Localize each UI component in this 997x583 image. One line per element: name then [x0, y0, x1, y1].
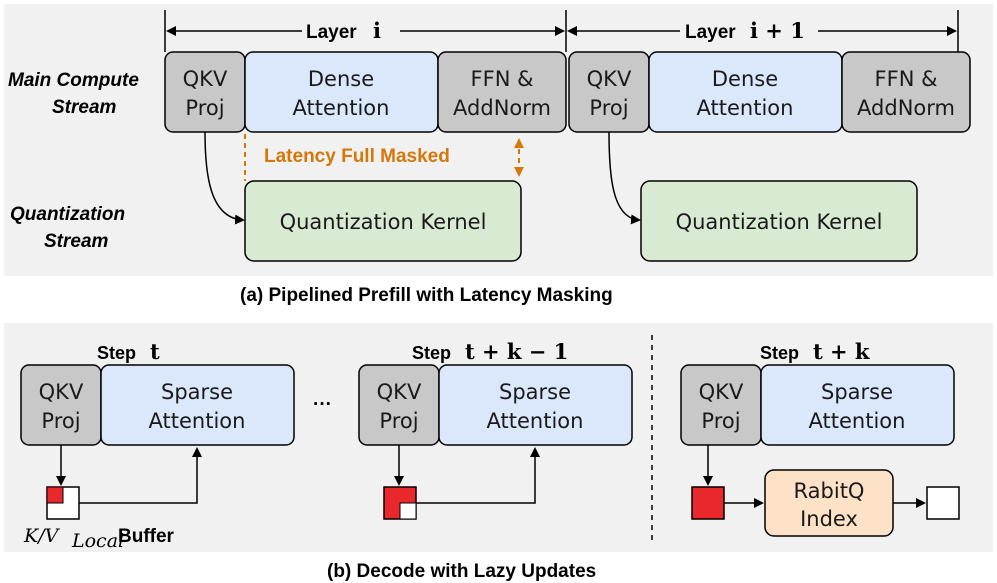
kv-buffer-2-empty [399, 502, 417, 520]
layer-i-var: i [373, 18, 381, 43]
qkv-step-t-text2: Proj [41, 409, 80, 433]
layer-i1-var: i + 1 [750, 18, 805, 43]
sparse-step-tk1-text2: Attention [487, 409, 584, 433]
sparse-step-tk-text2: Attention [809, 409, 906, 433]
quant-stream-label-line1: Quantization [10, 204, 125, 225]
ellipsis: ··· [313, 394, 332, 415]
quant-stream-label-line2: Stream [44, 231, 109, 252]
qkv-proj-box-layer-i1 [568, 51, 650, 133]
ffn-addnorm-box-layer-i [437, 51, 567, 133]
qkv-step-tk-text2: Proj [701, 409, 740, 433]
qkv-proj-box-layer-i [164, 51, 246, 133]
qkv-step-tk1-text1: QKV [377, 380, 422, 404]
sparse-attention-box-step-tk [760, 364, 955, 446]
qkv-step-tk-text1: QKV [699, 380, 744, 404]
ffn-text1: FFN & [471, 67, 534, 91]
quantization-kernel-box-2 [640, 180, 918, 262]
main-stream-label-line2: Stream [52, 97, 117, 118]
dense-attention-text1-i1: Dense [712, 67, 778, 91]
layer-i-label: Layer [306, 22, 357, 43]
ffn-addnorm-box-layer-i1 [841, 51, 971, 133]
dense-attention-text1: Dense [308, 67, 374, 91]
step-tk1-label: Step [412, 343, 451, 363]
qkv-proj-box-step-tk1 [358, 364, 440, 446]
quantization-kernel-text-1: Quantization Kernel [280, 210, 487, 234]
sparse-step-tk1-text1: Sparse [499, 380, 571, 404]
main-stream-label-line1: Main Compute [8, 70, 139, 91]
dense-attention-box-layer-i [244, 51, 439, 133]
caption-b: (b) Decode with Lazy Updates [327, 561, 596, 582]
latency-full-masked-label: Latency Full Masked [264, 146, 450, 167]
buffer-label: Buffer [118, 526, 175, 547]
dense-attention-text2: Attention [293, 96, 390, 120]
dense-attention-box-layer-i1 [648, 51, 843, 133]
step-tk1-var: t + k − 1 [465, 339, 568, 364]
qkv-step-t-text1: QKV [39, 380, 84, 404]
dense-attention-text2-i1: Attention [697, 96, 794, 120]
step-tk-var: t + k [813, 339, 870, 364]
ffn-text2: AddNorm [453, 96, 551, 120]
qkv-proj-text2: Proj [185, 96, 224, 120]
qkv-proj-text1: QKV [183, 67, 228, 91]
sparse-step-tk-text1: Sparse [821, 380, 893, 404]
ffn-text1-i1: FFN & [875, 67, 938, 91]
buffer-to-sparse-arrow-2 [416, 447, 540, 504]
qkv-proj-box-step-t [20, 364, 102, 446]
qkv-step-tk1-text2: Proj [379, 409, 418, 433]
step-t-label: Step [97, 343, 136, 363]
qkv-proj-text1-i1: QKV [587, 67, 632, 91]
qkv-to-quant-arrow-1 [204, 131, 245, 225]
quantization-kernel-text-2: Quantization Kernel [676, 210, 883, 234]
step-t-var: t [150, 339, 160, 364]
buffer-math-sub: Local [71, 530, 124, 552]
rabitq-text1: RabitQ [794, 479, 865, 503]
caption-a: (a) Pipelined Prefill with Latency Maski… [240, 285, 613, 306]
rabitq-text2: Index [800, 507, 858, 531]
ffn-text2-i1: AddNorm [857, 96, 955, 120]
qkv-proj-text2-i1: Proj [589, 96, 628, 120]
quantization-kernel-box-1 [244, 180, 522, 262]
qkv-to-quant-arrow-2 [608, 131, 641, 225]
step-tk-label: Step [760, 343, 799, 363]
sparse-attention-box-step-t [100, 364, 295, 446]
kv-buffer-1-fill [46, 486, 64, 504]
qkv-proj-box-step-tk [680, 364, 762, 446]
buffer-math-label: K/V [23, 525, 61, 547]
kv-buffer-3-full [691, 486, 725, 520]
sparse-attention-box-step-tk1 [438, 364, 633, 446]
buffer-to-sparse-arrow-1 [79, 447, 202, 504]
kv-buffer-3-empty [926, 486, 960, 520]
sparse-step-t-text1: Sparse [161, 380, 233, 404]
layer-i1-label: Layer [685, 22, 736, 43]
sparse-step-t-text2: Attention [149, 409, 246, 433]
